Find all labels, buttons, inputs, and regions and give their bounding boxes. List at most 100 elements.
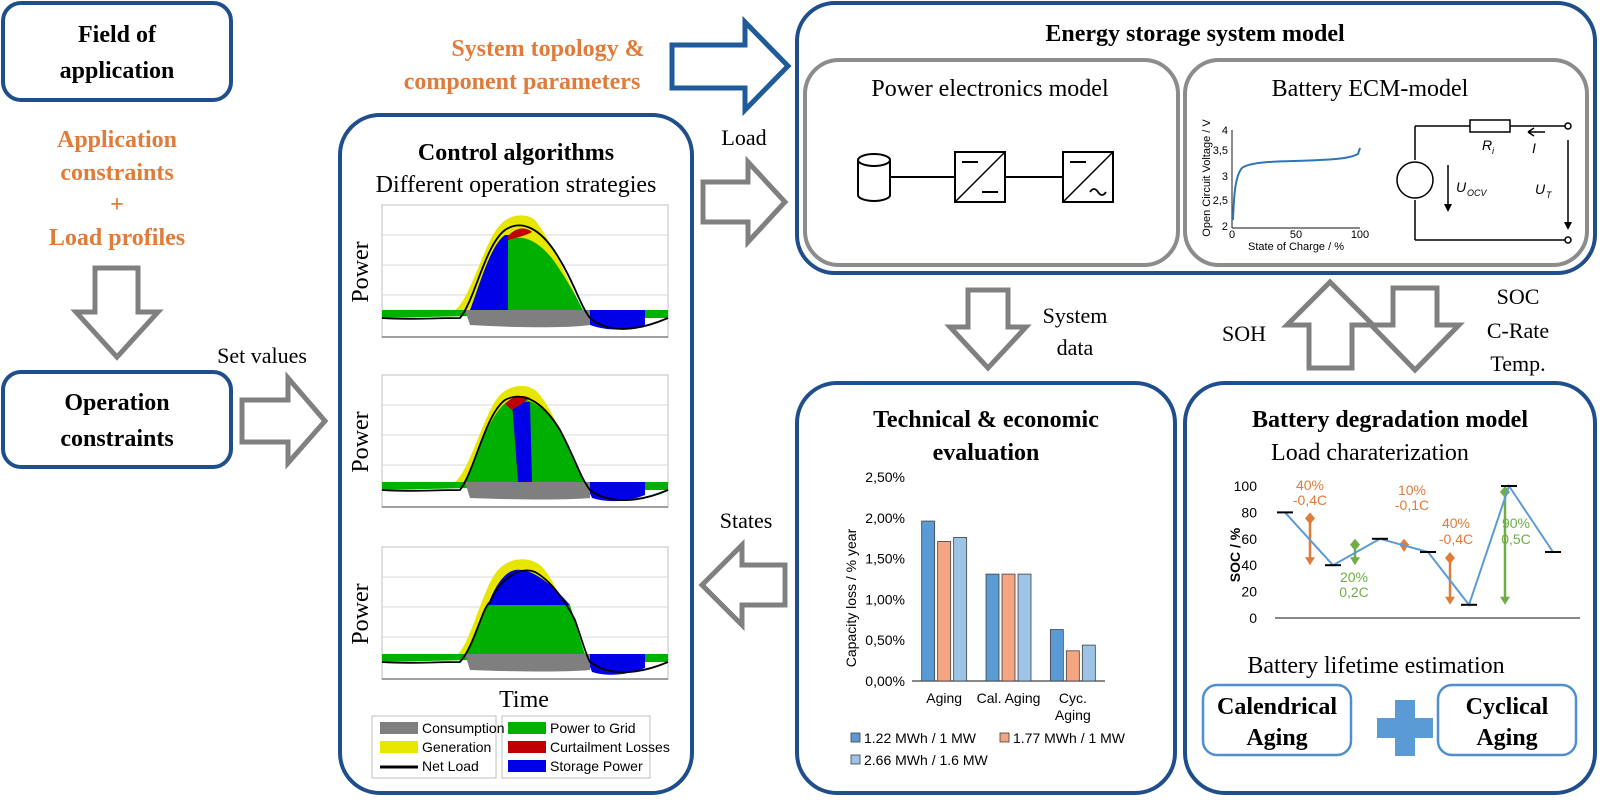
soh-label: SOH bbox=[1222, 321, 1266, 346]
ocv-ytick-3: 3 bbox=[1222, 171, 1228, 183]
soc-annotation-diamond bbox=[1305, 512, 1315, 525]
soc-annotation-head bbox=[1500, 596, 1510, 605]
ut-subscript: T bbox=[1546, 190, 1553, 200]
ocv-ytick-2-5: 2,5 bbox=[1213, 195, 1228, 207]
power-electronics-title: Power electronics model bbox=[871, 76, 1109, 102]
ri-subscript: i bbox=[1492, 146, 1495, 156]
soc-annotation-label: 10% bbox=[1398, 482, 1426, 498]
soc-ytick: 40 bbox=[1241, 557, 1257, 573]
bar-legend-swatch bbox=[999, 732, 1010, 743]
bar-legend-label: 2.66 MWh / 1.6 MW bbox=[864, 752, 988, 768]
evaluation-title-line2: evaluation bbox=[933, 440, 1040, 466]
set-values-label: Set values bbox=[217, 343, 307, 368]
ecm-circuit: R i I U OCV U T bbox=[1396, 119, 1572, 244]
ocv-curve-line bbox=[1232, 147, 1361, 221]
soc-annotation-head bbox=[1445, 596, 1455, 605]
power-legend: Consumption Generation Net Load Power to… bbox=[371, 715, 670, 779]
operation-constraints-line2: constraints bbox=[60, 426, 173, 452]
bar-ytick: 0,50% bbox=[865, 632, 905, 648]
soc-ytick: 20 bbox=[1241, 584, 1257, 600]
bar-category-label: Aging bbox=[926, 690, 962, 706]
topology-line2: component parameters bbox=[404, 69, 641, 95]
degradation-subtitle: Load charaterization bbox=[1271, 440, 1469, 466]
left-arrow-states bbox=[698, 538, 788, 632]
bar-ytick: 2,50% bbox=[865, 469, 905, 485]
bar-mark bbox=[953, 536, 968, 682]
soc-annotation-label: -0,4C bbox=[1439, 531, 1473, 547]
bar-legend-swatch bbox=[850, 732, 861, 743]
bar-legend-swatch bbox=[850, 754, 861, 765]
states-label: States bbox=[720, 508, 773, 533]
legend-swatch-storage-power bbox=[508, 760, 546, 772]
time-xlabel: Time bbox=[499, 687, 549, 713]
right-arrow-load bbox=[700, 155, 789, 249]
ocv-curve-plot: 4 3,5 3 2,5 2 0 50 100 State of Charge /… bbox=[1201, 119, 1369, 253]
power-ylabel-2: Power bbox=[348, 411, 374, 472]
ocv-ytick-2: 2 bbox=[1222, 221, 1228, 233]
power-plot-3: Power bbox=[348, 546, 669, 680]
system-data-line2: data bbox=[1057, 335, 1094, 360]
ocv-xtick-100: 100 bbox=[1351, 229, 1369, 241]
down-arrow-system-data bbox=[944, 287, 1032, 372]
soc-annotation-head bbox=[1350, 557, 1360, 566]
topology-line1: System topology & bbox=[451, 36, 644, 62]
legend-power-to-grid: Power to Grid bbox=[550, 720, 636, 736]
soc-annotation-label: -0,1C bbox=[1395, 497, 1429, 513]
load-profiles-label: Load profiles bbox=[49, 225, 185, 251]
field-of-application-line1: Field of bbox=[78, 22, 157, 48]
bar-ytick: 1,50% bbox=[865, 551, 905, 567]
operation-constraints-box bbox=[1, 370, 233, 469]
soc-annotation-diamond bbox=[1350, 538, 1360, 551]
calendrical-aging-box bbox=[1201, 683, 1353, 757]
soc-annotation-head bbox=[1305, 557, 1315, 566]
current-arrow-icon bbox=[1527, 127, 1545, 137]
cyclical-aging-line1: Cyclical bbox=[1466, 694, 1549, 720]
bar-ytick: 2,00% bbox=[865, 510, 905, 526]
soc-annotation-diamond bbox=[1445, 552, 1455, 564]
soc-chart-ylabel: SOC / % bbox=[1227, 527, 1243, 582]
soc-annotation-label: 0,2C bbox=[1339, 584, 1369, 600]
soc-annotation-label: 40% bbox=[1442, 515, 1470, 531]
plus-sign: + bbox=[110, 192, 124, 218]
soc-annotation-label: 40% bbox=[1296, 477, 1324, 493]
power-plot-2: Power bbox=[348, 374, 669, 508]
ocv-ylabel: Open Circuit Voltage / V bbox=[1201, 119, 1213, 237]
soc-label: SOC bbox=[1497, 284, 1540, 309]
bar-category-label: Cyc. bbox=[1059, 690, 1087, 706]
bar-mark bbox=[985, 573, 1000, 682]
field-of-application-line2: application bbox=[60, 58, 175, 84]
legend-consumption: Consumption bbox=[422, 720, 505, 736]
ocv-xtick-50: 50 bbox=[1290, 229, 1302, 241]
cyclical-aging-box bbox=[1436, 683, 1578, 757]
cyclical-aging-line2: Aging bbox=[1476, 725, 1537, 751]
power-plot-1: Power bbox=[348, 204, 669, 338]
soc-annotation-label: 0,5C bbox=[1501, 531, 1531, 547]
degradation-title: Battery degradation model bbox=[1252, 407, 1528, 433]
bar-mark bbox=[937, 541, 952, 682]
ess-model-title: Energy storage system model bbox=[1045, 21, 1345, 47]
bar-legend-label: 1.22 MWh / 1 MW bbox=[864, 730, 977, 746]
down-arrow-soc bbox=[1365, 285, 1465, 374]
legend-swatch-consumption bbox=[380, 722, 418, 734]
power-electronics-schematic bbox=[857, 151, 1114, 203]
uocv-subscript: OCV bbox=[1467, 188, 1488, 198]
uocv-arrow-icon bbox=[1444, 204, 1452, 212]
ri-label: R bbox=[1482, 137, 1492, 153]
system-data-line1: System bbox=[1043, 303, 1108, 328]
resistor-icon bbox=[1469, 119, 1511, 133]
soc-annotation-label: -0,4C bbox=[1293, 492, 1327, 508]
legend-swatch-curtailment bbox=[508, 741, 546, 753]
voltage-source-icon bbox=[1396, 161, 1434, 199]
field-of-application-box bbox=[1, 1, 233, 102]
up-arrow-soh bbox=[1280, 278, 1380, 371]
control-algorithms-title: Control algorithms bbox=[418, 140, 614, 166]
app-constraints-line1: Application bbox=[57, 127, 177, 153]
soc-annotation-label: 20% bbox=[1340, 569, 1368, 585]
power-ylabel-1: Power bbox=[348, 241, 374, 302]
i-label: I bbox=[1532, 140, 1536, 156]
ut-label: U bbox=[1535, 181, 1546, 197]
bar-mark bbox=[1081, 644, 1096, 682]
